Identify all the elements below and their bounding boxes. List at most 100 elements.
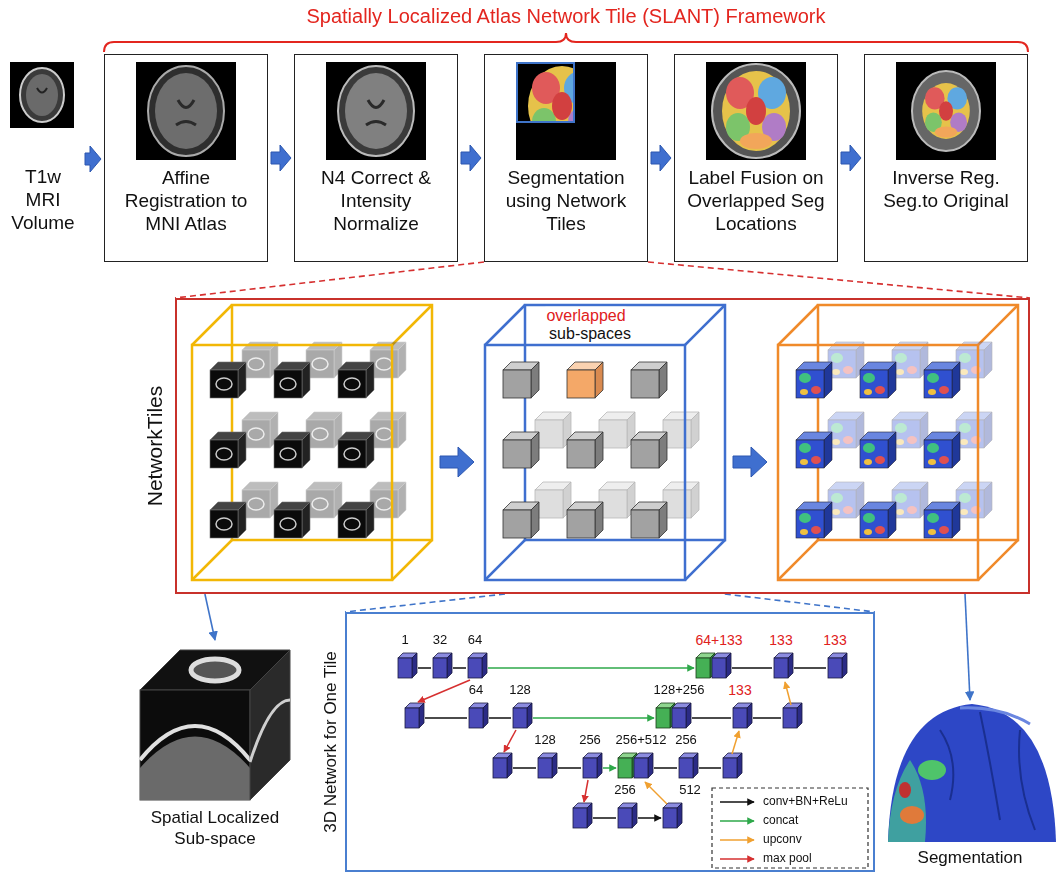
panel-heading: 3D Network for One Tile [321,651,342,832]
channel-count: 64 [467,633,483,648]
channel-count: 64+133 [694,632,743,648]
network-tiles-cube [503,432,539,468]
unet-blocks [538,753,557,778]
legend-sample [720,839,754,841]
zoom-leader [175,262,1030,298]
output-tiles-cube [956,412,992,448]
output-tiles-cube [796,432,832,468]
output-tiles-cube [860,362,896,398]
unet-blocks [712,653,731,678]
diagram-title: Spatially Localized Atlas Network Tile (… [305,5,826,28]
output-tiles-cube [778,305,1018,580]
zoom-leader [345,594,875,612]
channel-count: 256 [674,733,698,748]
legend-sample [720,801,754,803]
network-tiles-cube [663,482,699,518]
unet-arrows [732,731,739,754]
input-tiles-cube [338,362,374,398]
output-tiles-cube [924,502,960,538]
output-tiles-cube [828,342,992,518]
unet-blocks [723,753,742,778]
output-tiles-cube [778,345,978,580]
flow-arrow [733,447,767,477]
output-tiles-cube [892,342,928,378]
original-space-segmentation-thumbnail [922,83,970,139]
unet-blocks [433,653,452,678]
unet-blocks [468,653,487,678]
segmentation-render [888,704,1056,842]
channel-count: 128 [533,733,557,748]
network-tiles-cube [631,362,667,398]
framework-bracket [104,33,1028,52]
network-tiles-cube [503,502,539,538]
network-tiles-cube [599,482,635,518]
input-tiles-cube [242,342,406,518]
unet-arrows [645,782,667,804]
subspace-render [250,650,290,800]
output-tiles-cube [860,432,896,468]
input-tiles-cube [192,305,432,580]
output-tiles-cube [892,412,928,448]
unet-arrows [504,730,516,752]
original-space-segmentation-thumbnail [912,71,980,151]
unet-arrows [603,767,616,769]
registered-mri-thumbnail [176,100,196,125]
unet-blocks [733,703,752,728]
network-tiles-cube [663,412,699,448]
legend-text: max pool [762,852,813,866]
registered-mri-thumbnail [136,62,236,160]
network-tiles-cube [485,345,685,580]
segmentation-render [900,806,924,824]
annotation: sub-spaces [548,325,632,343]
unet-arrows [488,667,694,669]
unet-blocks [634,753,653,778]
network-tiles-cube [485,305,725,580]
legend-text: conv+BN+ReLu [762,795,849,809]
fused-segmentation-thumbnail [706,62,806,160]
subspace-render [250,700,290,762]
subspace-render [140,690,250,800]
output-tiles-cube [956,482,992,518]
unet-arrows [785,682,791,705]
network-tiles-cube [535,412,699,518]
input-tiles-cube [274,362,310,398]
normalized-mri-thumbnail [366,100,386,125]
tile-segmentation-thumbnail [517,63,574,122]
panel-heading: NetworkTiles [142,386,168,507]
fused-segmentation-thumbnail [706,62,806,160]
normalized-mri-thumbnail [326,62,426,160]
network-tiles-cube [631,432,667,468]
network-tiles-cube [631,502,667,538]
channel-count: 512 [678,783,702,798]
registered-mri-thumbnail [148,66,224,156]
input-tiles-cube [370,482,406,518]
unet-arrows [533,717,654,719]
node-text: T1w MRI Volume [4,165,82,235]
network-tiles-cube [535,482,571,518]
subspace-render [140,737,250,801]
subspace-render [140,650,290,800]
unet-blocks [679,753,698,778]
network-tiles-cube [485,305,725,580]
process-box: Inverse Reg. Seg.to Original [864,54,1028,262]
process-box: Affine Registration to MNI Atlas [104,54,268,262]
input-tiles-cube [338,502,374,538]
output-tiles-cube [796,502,832,538]
input-tiles-cube [306,412,342,448]
flow-arrow [841,145,861,171]
legend-text: concat [762,814,799,828]
unet-arrows [418,680,470,702]
input-tiles-cube [210,502,246,538]
channel-count: 256+512 [615,733,668,748]
unet-arrows [584,780,588,802]
unet-blocks [663,803,682,828]
channel-count: 64 [468,683,484,698]
tile-segmentation-thumbnail [516,62,616,160]
network-tiles-cube [485,305,725,580]
process-box: Label Fusion on Overlapped Seg Locations [674,54,838,262]
input-tiles-cube [232,305,432,540]
unet-blocks [398,653,417,678]
original-space-segmentation-thumbnail [896,62,996,160]
output-tiles-cube [778,305,1018,580]
channel-count: 128 [508,683,532,698]
